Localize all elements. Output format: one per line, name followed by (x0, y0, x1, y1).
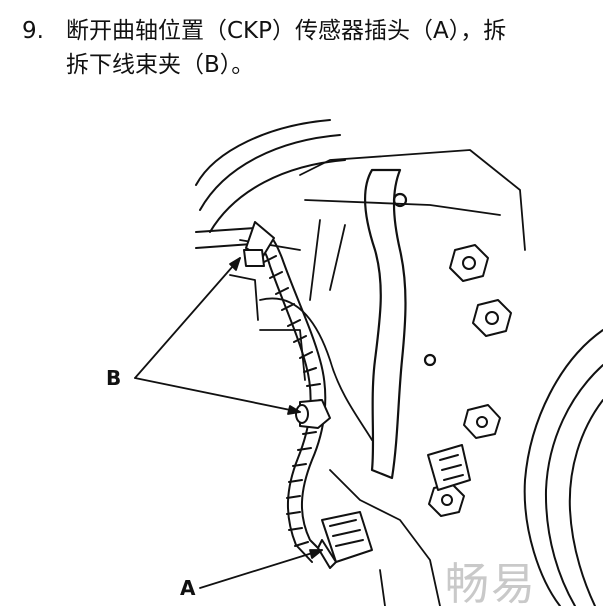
engine-block (229, 149, 526, 606)
callout-a-leader (199, 549, 323, 589)
lower-pulley (523, 329, 603, 606)
crank-pulley-outline (195, 119, 346, 233)
step-text-line-2: 拆下线束夹（B）。 (66, 52, 255, 78)
ckp-sensor-icon (427, 444, 471, 491)
step-number: 9. (22, 18, 44, 44)
callout-b-label: B (106, 366, 122, 390)
watermark: 畅易 (445, 559, 537, 610)
wiring-harness (195, 221, 327, 563)
sensor-bracket (363, 168, 437, 480)
ckp-connector-icon (317, 511, 373, 569)
callout-a-label: A (180, 576, 196, 600)
instruction-text: 9. 断开曲轴位置（CKP）传感器插头（A），拆 拆下线束夹（B）。 (22, 14, 602, 82)
instruction-line-1: 9. 断开曲轴位置（CKP）传感器插头（A），拆 (22, 14, 602, 48)
step-text-line-1: 断开曲轴位置（CKP）传感器插头（A），拆 (66, 18, 507, 44)
callout-b-leaders (134, 257, 301, 415)
harness-clip-icon (243, 249, 331, 429)
bolt-icon (428, 244, 512, 517)
